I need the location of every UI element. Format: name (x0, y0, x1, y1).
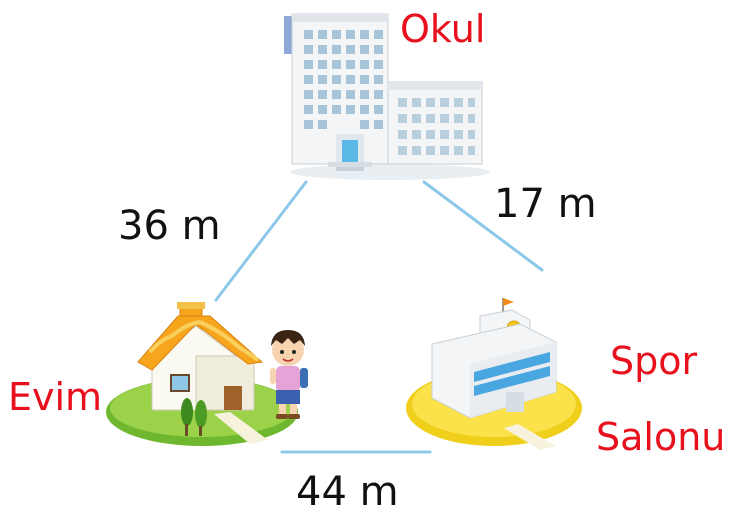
label-home: Evim (8, 375, 103, 419)
path-school-gym (422, 180, 544, 272)
label-gym-line1: Spor (610, 339, 698, 383)
house-icon (106, 302, 298, 446)
distance-home-gym: 44 m (296, 469, 399, 515)
path-home-school (214, 180, 308, 302)
label-school: Okul (400, 7, 486, 51)
label-gym-line2: Salonu (596, 415, 726, 459)
school-building-icon (284, 13, 490, 180)
distance-school-gym: 17 m (494, 181, 597, 227)
sports-hall-icon (406, 298, 582, 450)
distance-home-school: 36 m (118, 203, 221, 249)
path-lines (214, 180, 544, 454)
boy-icon (270, 330, 308, 419)
